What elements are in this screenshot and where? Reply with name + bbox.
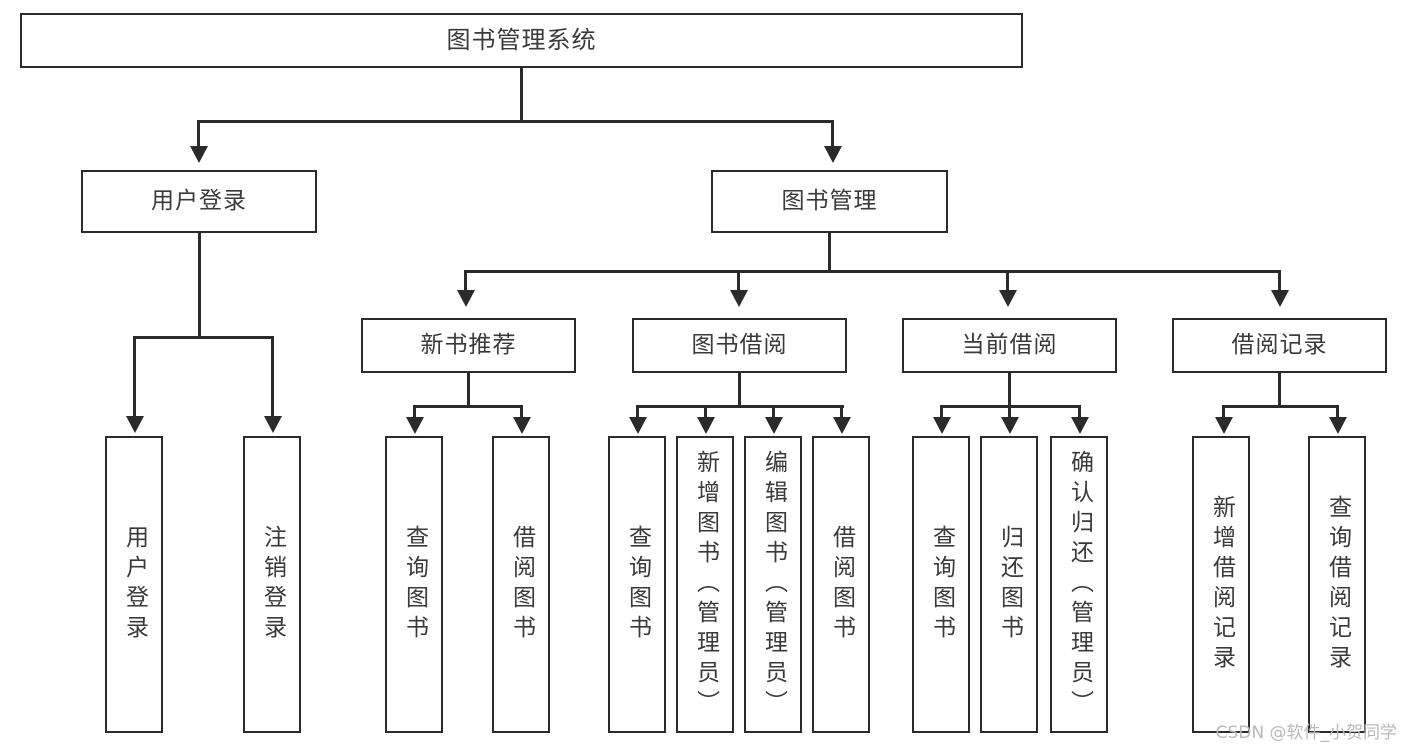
node-label: 借阅图书 [828, 524, 855, 645]
leaf-logout-login[interactable]: 注销登录 [243, 436, 301, 733]
connector-root-to-book-manage [831, 120, 834, 148]
node-label: 用户登录 [121, 524, 148, 645]
arrow-user-login-to-leaf-logout-login [264, 416, 282, 433]
connector-user-login-bar [133, 336, 274, 339]
arrow-root-to-book-manage [824, 146, 842, 163]
connector-cb-drop-1 [940, 405, 943, 419]
connector-bm-drop-1 [464, 270, 467, 292]
leaf-query-book-1[interactable]: 查询图书 [385, 436, 443, 733]
node-borrow-record[interactable]: 借阅记录 [1172, 318, 1387, 373]
leaf-return-book[interactable]: 归还图书 [980, 436, 1038, 733]
connector-cb-stem [1008, 373, 1011, 405]
node-book-manage[interactable]: 图书管理 [711, 170, 948, 233]
arrow-bb-to-leaf-borrow-book-2 [833, 417, 851, 434]
connector-br-drop-2 [1336, 405, 1339, 419]
node-label: 当前借阅 [961, 331, 1058, 358]
connector-bm-drop-2 [737, 270, 740, 292]
arrow-cb-to-leaf-confirm-return [1071, 417, 1089, 434]
arrow-book-manage-to-current-borrow [999, 290, 1017, 307]
connector-cb-drop-3 [1078, 405, 1081, 419]
node-label: 查询借阅记录 [1324, 494, 1351, 675]
connector-root-bar [197, 120, 834, 123]
leaf-add-record[interactable]: 新增借阅记录 [1192, 436, 1250, 733]
connector-cb-drop-2 [1008, 405, 1011, 419]
arrow-cb-to-leaf-return-book [1001, 417, 1019, 434]
arrow-br-to-leaf-query-record [1329, 417, 1347, 434]
connector-bb-drop-4 [840, 405, 843, 419]
arrow-bb-to-leaf-query-book-2 [629, 417, 647, 434]
connector-nbr-stem [467, 373, 470, 405]
connector-br-bar [1222, 405, 1339, 408]
arrow-user-login-to-leaf-user-login [126, 416, 144, 433]
node-user-login[interactable]: 用户登录 [81, 170, 317, 233]
arrow-nbr-to-leaf-borrow-book-1 [513, 417, 531, 434]
connector-user-login-stem [198, 233, 201, 336]
node-label: 图书借阅 [691, 331, 788, 358]
connector-bb-bar [636, 405, 844, 408]
connector-book-manage-bar [464, 270, 1281, 273]
connector-root-stem [520, 68, 523, 120]
connector-br-stem [1278, 373, 1281, 405]
node-label: 借阅记录 [1231, 331, 1328, 358]
leaf-borrow-book-1[interactable]: 借阅图书 [492, 436, 550, 733]
node-label: 确认归还（管理员） [1066, 449, 1093, 720]
arrow-cb-to-leaf-query-book-3 [933, 417, 951, 434]
leaf-borrow-book-2[interactable]: 借阅图书 [812, 436, 870, 733]
node-label: 查询图书 [928, 524, 955, 645]
node-label: 借阅图书 [508, 524, 535, 645]
connector-book-manage-stem [828, 233, 831, 270]
leaf-query-book-2[interactable]: 查询图书 [608, 436, 666, 733]
leaf-query-record[interactable]: 查询借阅记录 [1308, 436, 1366, 733]
connector-user-login-drop-2 [271, 336, 274, 418]
connector-root-to-user-login [197, 120, 200, 148]
csdn-watermark: CSDN @软件_小贺同学 [1215, 723, 1397, 743]
leaf-confirm-return[interactable]: 确认归还（管理员） [1050, 436, 1108, 733]
connector-nbr-drop-2 [520, 405, 523, 419]
connector-bb-drop-1 [636, 405, 639, 419]
node-label: 图书管理系统 [446, 26, 597, 55]
node-label: 用户登录 [151, 187, 247, 214]
connector-bb-drop-3 [772, 405, 775, 419]
node-current-borrow[interactable]: 当前借阅 [902, 318, 1117, 373]
node-new-book-recommend[interactable]: 新书推荐 [361, 318, 576, 373]
node-label: 归还图书 [996, 524, 1023, 645]
connector-bm-drop-3 [1006, 270, 1009, 292]
node-book-borrow[interactable]: 图书借阅 [632, 318, 847, 373]
arrow-bb-to-leaf-edit-book [765, 417, 783, 434]
leaf-edit-book[interactable]: 编辑图书（管理员） [744, 436, 802, 733]
connector-bm-drop-4 [1278, 270, 1281, 292]
node-label: 新增图书（管理员） [692, 449, 719, 720]
node-root-book-management-system[interactable]: 图书管理系统 [20, 13, 1023, 68]
node-label: 查询图书 [624, 524, 651, 645]
arrow-book-manage-to-new-book-recommend [457, 290, 475, 307]
arrow-book-manage-to-book-borrow [730, 290, 748, 307]
node-label: 图书管理 [781, 187, 878, 214]
connector-bb-stem [738, 373, 741, 405]
node-label: 新书推荐 [420, 331, 517, 358]
leaf-user-login[interactable]: 用户登录 [105, 436, 163, 733]
leaf-query-book-3[interactable]: 查询图书 [912, 436, 970, 733]
connector-nbr-drop-1 [413, 405, 416, 419]
node-label: 注销登录 [259, 524, 286, 645]
node-label: 新增借阅记录 [1208, 494, 1235, 675]
connector-br-drop-1 [1222, 405, 1225, 419]
node-label: 编辑图书（管理员） [760, 449, 787, 720]
arrow-bb-to-leaf-add-book [697, 417, 715, 434]
connector-nbr-bar [413, 405, 523, 408]
arrow-root-to-user-login [190, 146, 208, 163]
connector-user-login-drop-1 [133, 336, 136, 418]
arrow-book-manage-to-borrow-record [1271, 290, 1289, 307]
connector-bb-drop-2 [704, 405, 707, 419]
arrow-nbr-to-leaf-query-book-1 [406, 417, 424, 434]
node-label: 查询图书 [401, 524, 428, 645]
leaf-add-book[interactable]: 新增图书（管理员） [676, 436, 734, 733]
arrow-br-to-leaf-add-record [1215, 417, 1233, 434]
